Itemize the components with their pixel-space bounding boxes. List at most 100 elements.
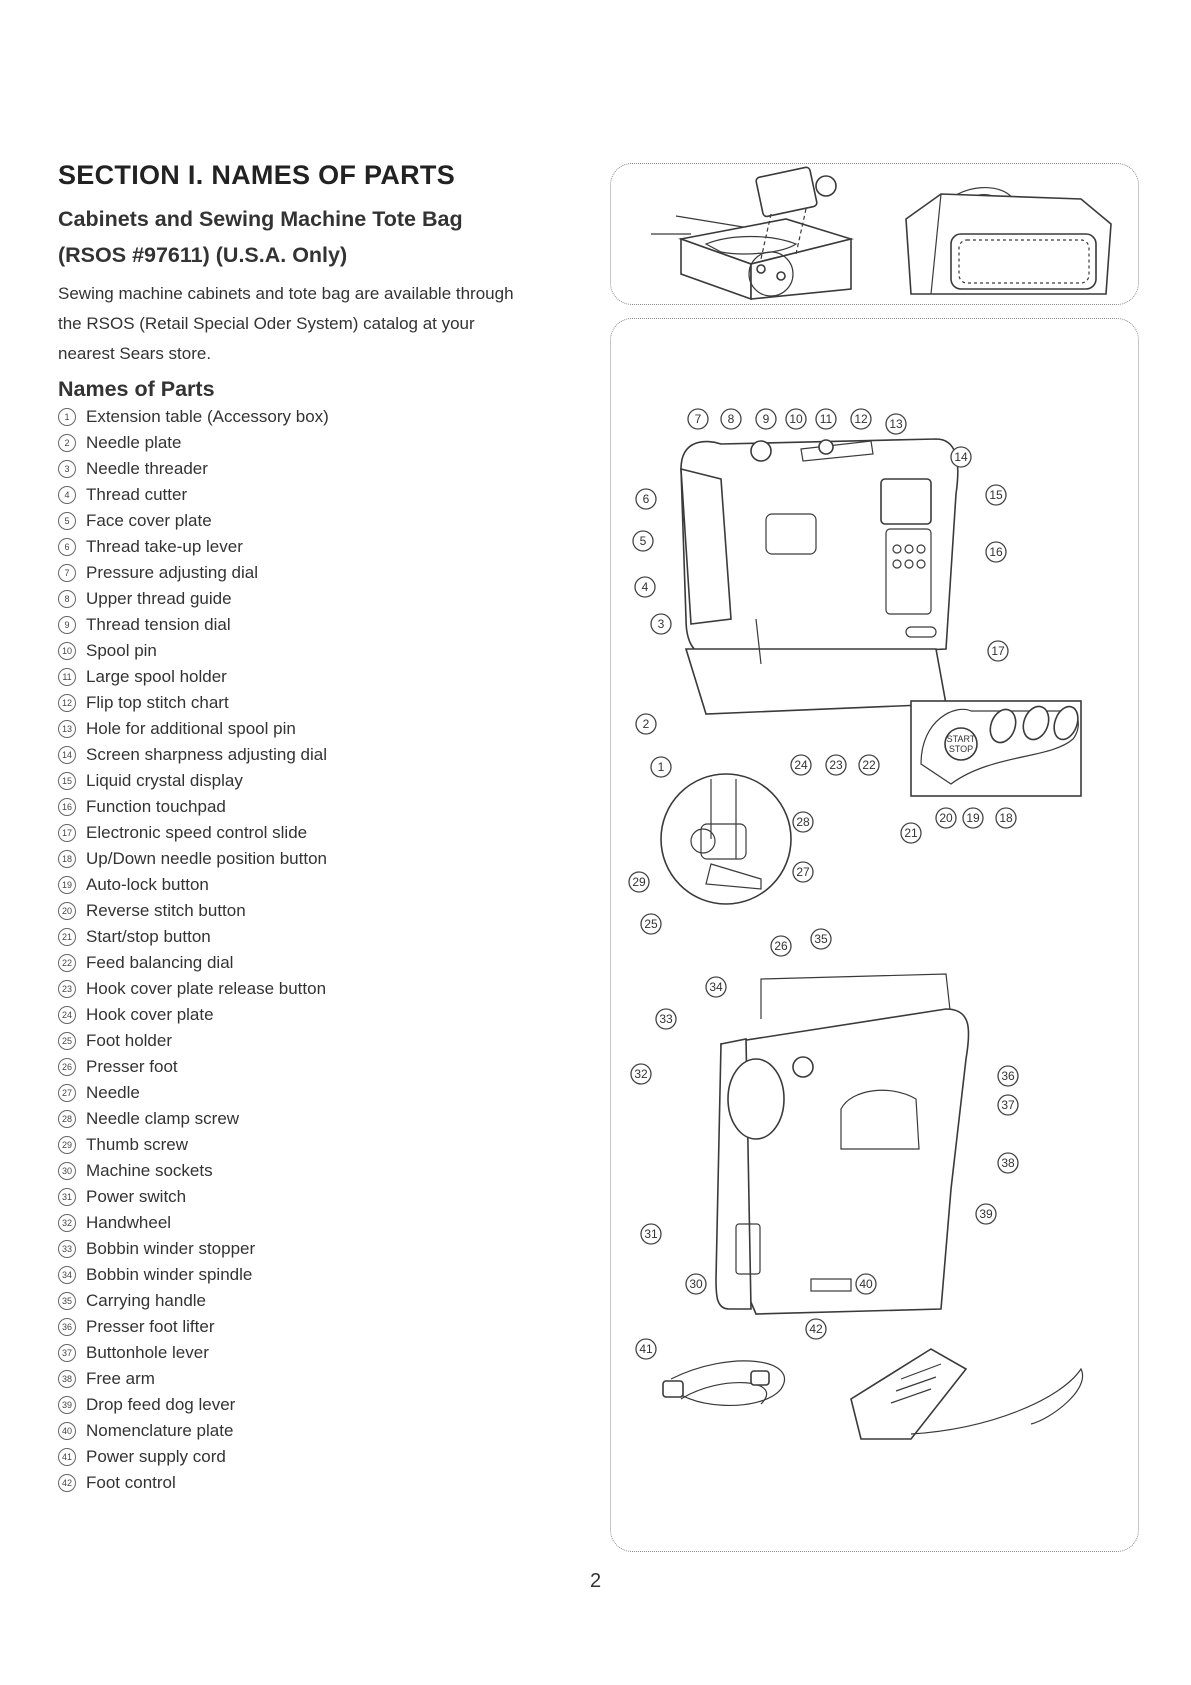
callout-circle: [640, 913, 662, 935]
callout-marker: 17: [987, 640, 1009, 662]
callout-marker: 5: [632, 530, 654, 552]
callout-number: 40: [859, 1277, 873, 1291]
part-name: Hook cover plate: [86, 1005, 214, 1024]
part-number: 37: [58, 1344, 76, 1362]
callout-marker: 36: [997, 1065, 1019, 1087]
callout-number: 17: [991, 644, 1005, 658]
callout-number: 28: [796, 815, 810, 829]
callout-circle: [962, 807, 984, 829]
callout-number: 20: [939, 811, 953, 825]
part-number: 24: [58, 1006, 76, 1024]
callout-circle: [995, 807, 1017, 829]
part-item: 13 Hole for additional spool pin: [58, 716, 598, 742]
callout-number: 3: [658, 617, 665, 631]
part-name: Carrying handle: [86, 1291, 207, 1310]
part-name: Screen sharpness adjusting dial: [86, 745, 327, 764]
part-name: Feed balancing dial: [86, 953, 234, 972]
callout-marker: 19: [962, 807, 984, 829]
callout-marker: 24: [790, 754, 812, 776]
callout-marker: 38: [997, 1152, 1019, 1174]
part-item: 24 Hook cover plate: [58, 1002, 598, 1028]
part-number: 33: [58, 1240, 76, 1258]
callout-marker: 37: [997, 1094, 1019, 1116]
callout-circle: [997, 1094, 1019, 1116]
part-number: 7: [58, 564, 76, 582]
callout-circle: [997, 1065, 1019, 1087]
callout-circle: [810, 928, 832, 950]
part-number: 15: [58, 772, 76, 790]
part-number: 21: [58, 928, 76, 946]
callout-marker: 21: [900, 822, 922, 844]
part-name: Presser foot lifter: [86, 1317, 215, 1336]
callout-number: 24: [794, 758, 808, 772]
part-number: 35: [58, 1292, 76, 1310]
part-number: 10: [58, 642, 76, 660]
callout-number: 36: [1001, 1069, 1015, 1083]
callout-marker: 18: [995, 807, 1017, 829]
callout-number: 11: [820, 412, 833, 426]
callout-circle: [987, 640, 1009, 662]
part-number: 2: [58, 434, 76, 452]
callout-marker: 32: [630, 1063, 652, 1085]
callout-number: 42: [809, 1322, 823, 1336]
callout-marker: 35: [810, 928, 832, 950]
callout-number: 23: [829, 758, 843, 772]
callout-marker: 31: [640, 1223, 662, 1245]
part-name: Hook cover plate release button: [86, 979, 327, 998]
callout-number: 39: [979, 1207, 993, 1221]
part-name: Hole for additional spool pin: [86, 719, 296, 738]
subheading-line-1: Cabinets and Sewing Machine Tote Bag: [58, 207, 463, 231]
cabinet-tote-illustration-panel: [610, 163, 1139, 305]
callout-number: 22: [862, 758, 876, 772]
part-number: 26: [58, 1058, 76, 1076]
callout-marker: 11: [815, 408, 837, 430]
callout-marker: 41: [635, 1338, 657, 1360]
part-name: Thread tension dial: [86, 615, 231, 634]
callout-circle: [705, 976, 727, 998]
callout-marker: 16: [985, 541, 1007, 563]
subheading: Cabinets and Sewing Machine Tote Bag (RS…: [58, 201, 598, 273]
start-stop-label-line-1: START: [947, 734, 976, 744]
cabinet-drawing: [651, 166, 854, 301]
callout-circle: [855, 1273, 877, 1295]
part-name: Needle: [86, 1083, 140, 1102]
part-number: 39: [58, 1396, 76, 1414]
section-title: SECTION I. NAMES OF PARTS: [58, 160, 456, 190]
part-name: Foot control: [86, 1473, 176, 1492]
tote-bag-drawing: [905, 186, 1112, 295]
callout-circle: [825, 754, 847, 776]
callout-circle: [650, 756, 672, 778]
part-number: 19: [58, 876, 76, 894]
callout-circle: [792, 861, 814, 883]
part-number: 40: [58, 1422, 76, 1440]
names-of-parts-heading: Names of Parts: [58, 377, 215, 401]
part-name: Face cover plate: [86, 511, 212, 530]
callout-number: 6: [643, 492, 650, 506]
control-buttons-inset: START STOP: [910, 700, 1082, 797]
callout-circle: [935, 807, 957, 829]
callout-number: 18: [999, 811, 1013, 825]
callout-number: 32: [634, 1067, 648, 1081]
part-number: 13: [58, 720, 76, 738]
part-name: Liquid crystal display: [86, 771, 243, 790]
callout-number: 38: [1001, 1156, 1015, 1170]
part-item: 15 Liquid crystal display: [58, 768, 598, 794]
callout-number: 21: [904, 826, 918, 840]
intro-line-2: the RSOS (Retail Special Oder System) ca…: [58, 314, 475, 333]
part-number: 12: [58, 694, 76, 712]
